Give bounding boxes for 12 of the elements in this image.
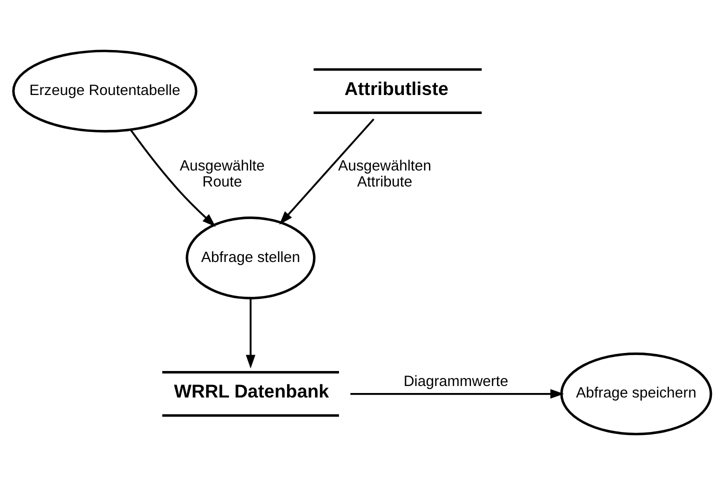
edge-label: Ausgewählten Attribute (338, 158, 432, 190)
node-ellipse: Erzeuge Routentabelle (12, 50, 198, 133)
arrow (130, 129, 216, 227)
arrow (279, 118, 374, 225)
node-ellipse: Abfrage speichern (560, 352, 712, 436)
node-text: Attributliste (344, 78, 448, 99)
edge-label: Ausgewählte Route (180, 158, 265, 190)
edge-label: Diagrammwerte (404, 374, 508, 390)
arrow (246, 298, 256, 369)
arrow (350, 389, 564, 399)
node-ellipse: Abfrage stellen (186, 216, 316, 300)
node-text: WRRL Datenbank (174, 380, 329, 402)
